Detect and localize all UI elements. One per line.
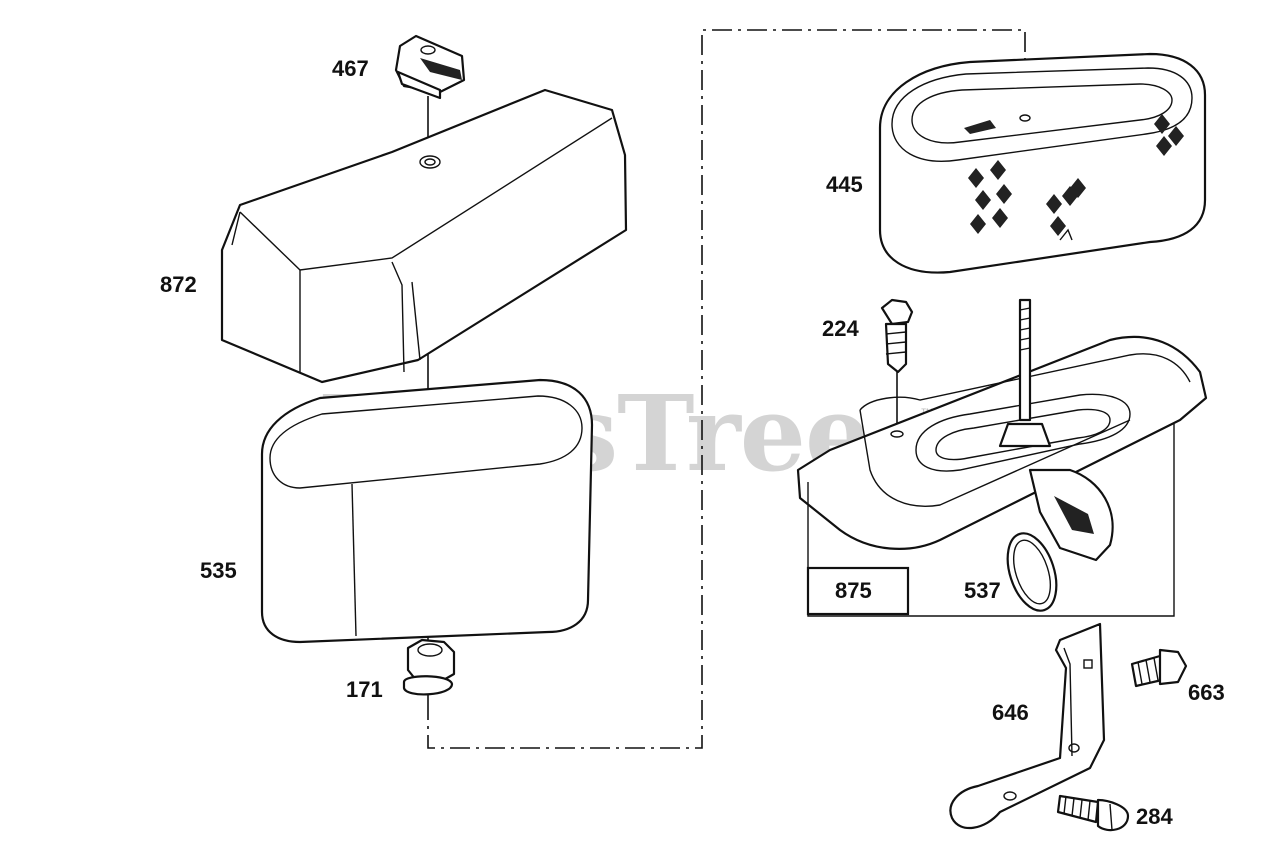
- part-537-o-ring[interactable]: [999, 527, 1066, 617]
- label-box-875: [806, 566, 910, 616]
- part-284-screw[interactable]: [1056, 794, 1130, 832]
- label-875: 875: [835, 578, 872, 603]
- filter-pattern: [968, 114, 1184, 236]
- label-646: 646: [992, 700, 1029, 725]
- label-467: 467: [332, 56, 369, 81]
- label-445: 445: [826, 172, 863, 197]
- label-171: 171: [346, 677, 383, 702]
- label-872: 872: [160, 272, 197, 297]
- part-224-bolt[interactable]: [880, 298, 914, 432]
- part-467-knob[interactable]: [394, 34, 466, 100]
- part-445-filter-cartridge[interactable]: [878, 52, 1207, 274]
- part-535-precleaner[interactable]: [260, 378, 594, 644]
- label-535: 535: [200, 558, 237, 583]
- label-537: 537: [964, 578, 1001, 603]
- label-663: 663: [1188, 680, 1225, 705]
- connection-path: [427, 29, 1026, 749]
- label-224: 224: [822, 316, 859, 341]
- part-646-bracket[interactable]: [949, 622, 1106, 830]
- part-875-base-assembly[interactable]: [796, 298, 1208, 617]
- part-171-grommet[interactable]: [402, 638, 456, 696]
- part-663-screw[interactable]: [1130, 648, 1188, 688]
- part-872-cover[interactable]: [220, 88, 628, 384]
- label-284: 284: [1136, 804, 1173, 829]
